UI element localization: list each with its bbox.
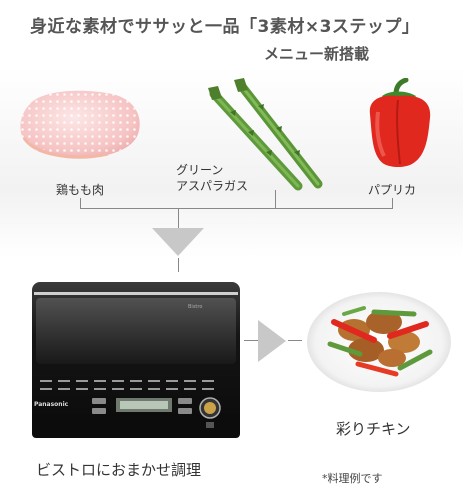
dish-caption: 彩りチキン: [336, 420, 411, 438]
connector-bar: [80, 208, 393, 209]
asparagus-label-line-2: アスパラガス: [176, 179, 249, 193]
connector-to-dish: [288, 340, 302, 341]
connector-tick-right: [392, 198, 393, 208]
connector-from-oven: [244, 340, 258, 341]
asparagus-icon: [200, 76, 330, 196]
connector-tick-left: [80, 198, 81, 208]
right-arrow-icon: [258, 320, 286, 362]
disclaimer-note: *料理例です: [322, 472, 383, 485]
ingredient-label-paprika: パプリカ: [368, 183, 417, 197]
ingredient-label-asparagus: グリーン アスパラガス: [176, 162, 248, 194]
down-arrow-icon: [152, 228, 204, 258]
headline-line-1: 身近な素材でササッと一品「3素材×3ステップ」: [30, 17, 420, 37]
headline-line-2: メニュー新搭載: [264, 45, 370, 63]
asparagus-label-line-1: グリーン: [176, 163, 224, 177]
oven-image: Bistro: [28, 276, 244, 444]
connector-tick-middle: [275, 190, 276, 208]
svg-text:Bistro: Bistro: [188, 304, 202, 310]
chicken-thigh-icon: [12, 84, 152, 166]
oven-brand-logo: Panasonic: [34, 401, 69, 408]
paprika-icon: [360, 78, 438, 170]
oven-caption: ビストロにおまかせ調理: [36, 461, 202, 479]
dish-image: [304, 284, 454, 396]
connector-to-oven: [178, 258, 179, 272]
ingredient-label-chicken: 鶏もも肉: [56, 183, 105, 197]
connector-drop: [178, 208, 179, 228]
